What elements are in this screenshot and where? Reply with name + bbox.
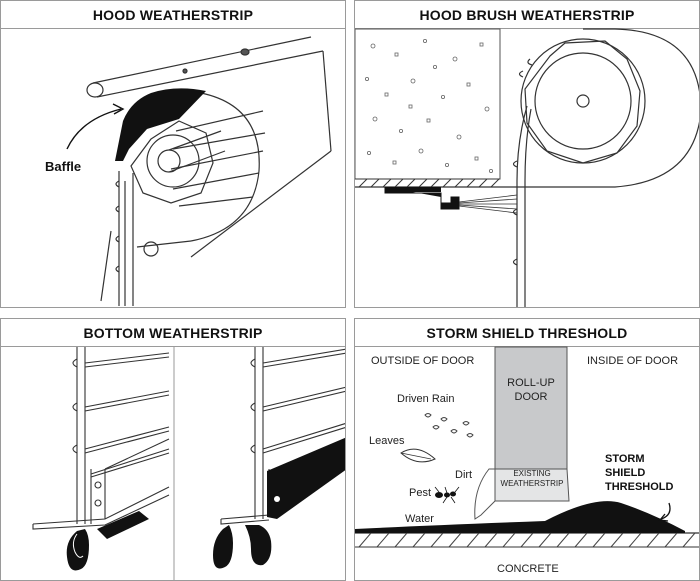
- bottom-seal-right: [267, 437, 345, 519]
- panel-hood-weatherstrip: HOOD WEATHERSTRIP: [0, 0, 346, 308]
- panel-title: HOOD BRUSH WEATHERSTRIP: [419, 7, 635, 23]
- panel-hood-brush-weatherstrip: HOOD BRUSH WEATHERSTRIP: [354, 0, 700, 308]
- baffle-label: Baffle: [45, 159, 82, 174]
- storm-shield-threshold-label-1: STORM: [605, 453, 645, 465]
- pest-label: Pest: [409, 487, 432, 499]
- panel-title: STORM SHIELD THRESHOLD: [426, 325, 628, 341]
- roll-up-door-label-2: DOOR: [514, 391, 548, 403]
- panel-storm-shield-threshold: STORM SHIELD THRESHOLD: [354, 318, 700, 581]
- dirt-label: Dirt: [455, 469, 473, 481]
- bottom-weatherstrip-illustration: [32, 347, 345, 580]
- storm-shield-threshold-label-3: THRESHOLD: [605, 481, 674, 493]
- water-label: Water: [405, 513, 434, 525]
- baffle-shape: [115, 88, 206, 161]
- leaves-label: Leaves: [369, 435, 405, 447]
- inside-of-door-label: INSIDE OF DOOR: [587, 355, 679, 367]
- hood-brush-illustration: [355, 28, 699, 307]
- storm-shield-threshold-label-2: SHIELD: [605, 467, 646, 479]
- roll-up-door-label-1: ROLL-UP: [507, 377, 555, 389]
- panel-title: HOOD WEATHERSTRIP: [92, 7, 254, 23]
- existing-weatherstrip-label-1: EXISTING: [513, 469, 551, 478]
- panel-title: BOTTOM WEATHERSTRIP: [83, 325, 263, 341]
- ant-icon: [435, 491, 456, 498]
- existing-weatherstrip-label-2: WEATHERSTRIP: [500, 479, 564, 488]
- bottom-seal-left: [66, 511, 149, 571]
- driven-rain-label: Driven Rain: [397, 393, 455, 405]
- concrete-label: CONCRETE: [497, 563, 559, 575]
- threshold-shape: [355, 501, 685, 533]
- storm-shield-illustration: [355, 346, 699, 548]
- hood-weatherstrip-illustration: [66, 36, 332, 306]
- outside-of-door-label: OUTSIDE OF DOOR: [371, 355, 475, 367]
- leaf-icon: [400, 448, 436, 463]
- panel-bottom-weatherstrip: BOTTOM WEATHERSTRIP: [0, 318, 346, 581]
